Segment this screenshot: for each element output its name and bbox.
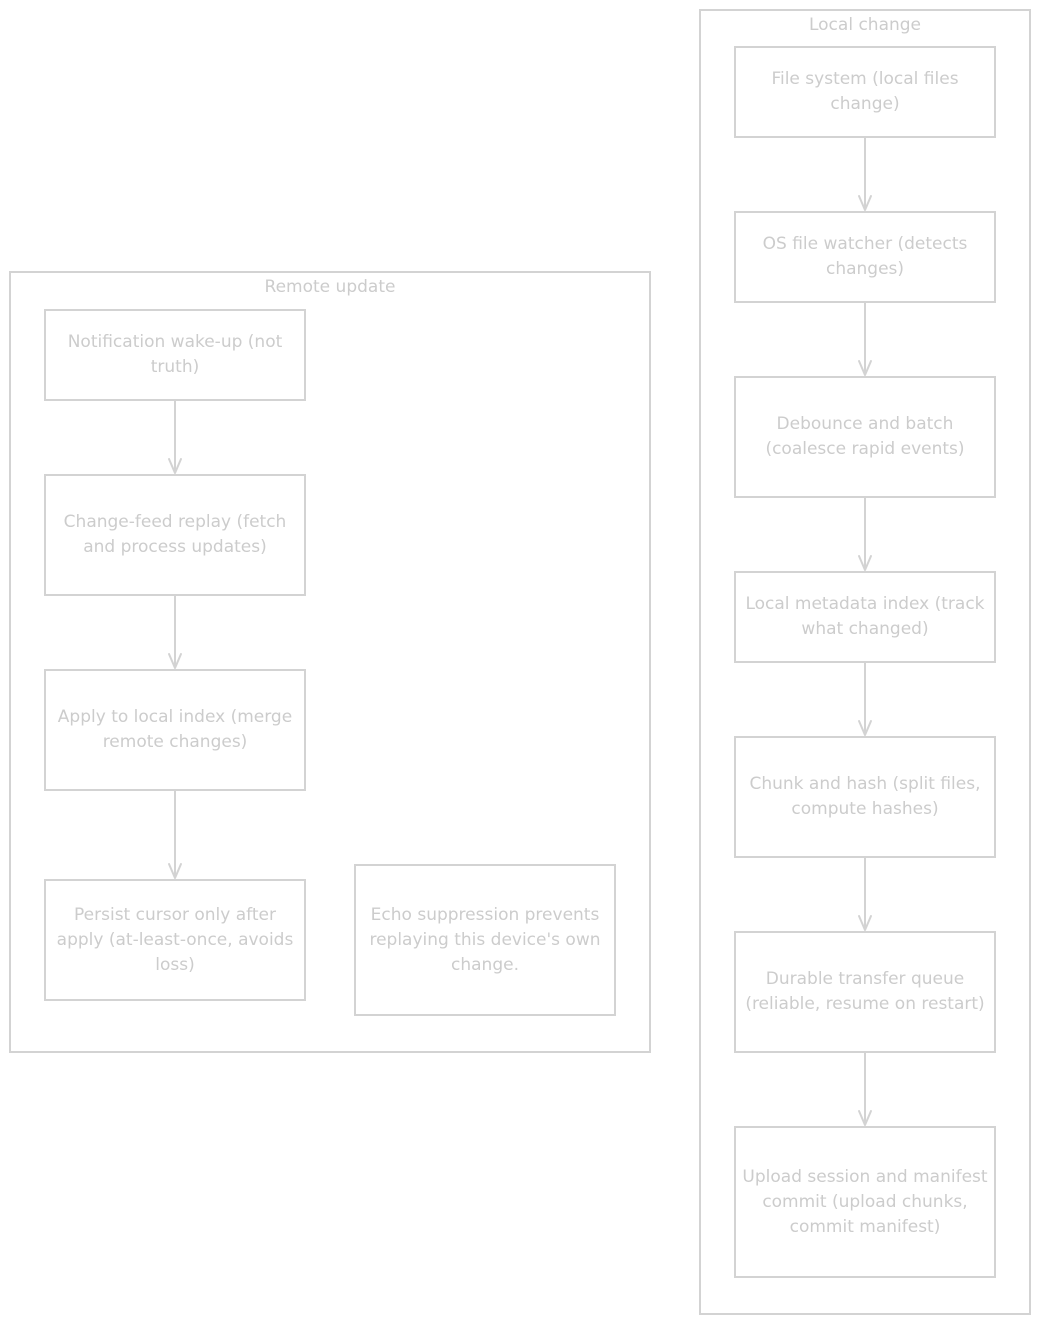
arrowhead-icon	[858, 720, 872, 736]
node-box-persist-cursor	[44, 879, 306, 1001]
node-label-file-system: File system (local files change)	[771, 69, 959, 114]
arrowhead-icon	[858, 915, 872, 931]
node-label-os-file-watcher: OS file watcher (detects changes)	[762, 234, 968, 279]
remote-update-group-label: Remote update	[264, 277, 396, 297]
arrowhead-icon	[168, 458, 182, 474]
node-label-echo-suppression: Echo suppression prevents replaying this…	[369, 904, 601, 975]
node-label-notification-wakeup: Notification wake-up (not truth)	[67, 332, 283, 377]
local-change-group-label: Local change	[808, 15, 922, 35]
node-box-echo-suppression	[354, 864, 616, 1016]
arrowhead-icon	[858, 555, 872, 571]
node-label-change-feed-replay: Change-feed replay (fetch and process up…	[63, 512, 287, 557]
node-label-debounce-batch: Debounce and batch (coalesce rapid event…	[765, 414, 965, 459]
node-label-durable-transfer-queue: Durable transfer queue (reliable, resume…	[745, 969, 985, 1014]
arrowhead-icon	[168, 863, 182, 879]
arrowhead-icon	[858, 195, 872, 211]
remote-update-group-frame	[9, 271, 651, 1053]
node-label-local-metadata-index: Local metadata index (track what changed…	[745, 594, 985, 639]
arrowhead-icon	[858, 1110, 872, 1126]
node-label-upload-session: Upload session and manifest commit (uplo…	[742, 1166, 988, 1237]
node-label-persist-cursor: Persist cursor only after apply (at-leas…	[56, 904, 294, 975]
node-box-upload-session	[734, 1126, 996, 1278]
arrowhead-icon	[168, 653, 182, 669]
node-label-chunk-hash: Chunk and hash (split files, compute has…	[749, 774, 981, 819]
local-change-group-frame	[699, 9, 1031, 1315]
node-label-apply-local-index: Apply to local index (merge remote chang…	[57, 707, 293, 752]
arrowhead-icon	[858, 360, 872, 376]
